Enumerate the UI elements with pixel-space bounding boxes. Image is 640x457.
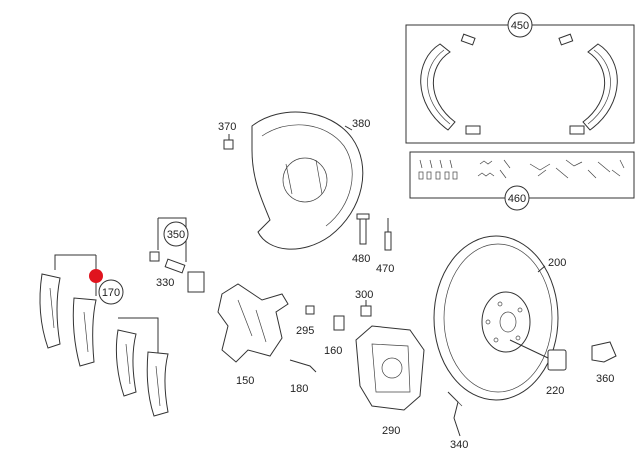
hardware-kit-group: 460 bbox=[409, 151, 635, 211]
hotspot-marker[interactable] bbox=[89, 269, 103, 283]
label-160: 160 bbox=[324, 345, 342, 357]
brake-pads: 170 bbox=[39, 254, 169, 417]
label-360: 360 bbox=[596, 373, 614, 385]
label-295: 295 bbox=[296, 325, 314, 337]
label-370: 370 bbox=[218, 121, 236, 133]
caliper: 290 bbox=[355, 325, 425, 437]
label-220: 220 bbox=[546, 385, 564, 397]
callout-170[interactable] bbox=[98, 279, 124, 305]
callout-450[interactable] bbox=[507, 12, 533, 38]
label-290: 290 bbox=[382, 425, 400, 437]
callout-450-label: 450 bbox=[511, 20, 529, 32]
label-200: 200 bbox=[548, 257, 566, 269]
label-480: 480 bbox=[352, 253, 370, 265]
label-330: 330 bbox=[156, 277, 174, 289]
brake-shoes-group: 450 bbox=[405, 12, 635, 144]
caliper-bracket: 150 bbox=[217, 283, 289, 387]
small-parts: 295 160 180 bbox=[289, 305, 345, 395]
bolt-300: 300 bbox=[355, 289, 373, 317]
nuts-220-360: 220 360 bbox=[509, 339, 617, 397]
label-300: 300 bbox=[355, 289, 373, 301]
bolts-480-470: 480 470 bbox=[352, 213, 394, 275]
label-380: 380 bbox=[352, 118, 370, 130]
bolt-370: 370 bbox=[218, 121, 236, 150]
brake-disc: 200 bbox=[433, 235, 566, 401]
backing-plate: 380 bbox=[251, 111, 370, 250]
callout-350-label: 350 bbox=[167, 229, 185, 241]
label-470: 470 bbox=[376, 263, 394, 275]
label-180: 180 bbox=[290, 383, 308, 395]
label-150: 150 bbox=[236, 375, 254, 387]
clip-340: 340 bbox=[447, 391, 468, 451]
label-340: 340 bbox=[450, 439, 468, 451]
callout-460-label: 460 bbox=[508, 193, 526, 205]
guide-pins-350: 350 330 bbox=[149, 217, 205, 293]
callout-170-label: 170 bbox=[102, 287, 120, 299]
callout-350[interactable] bbox=[163, 221, 189, 247]
callout-460[interactable] bbox=[504, 185, 530, 211]
